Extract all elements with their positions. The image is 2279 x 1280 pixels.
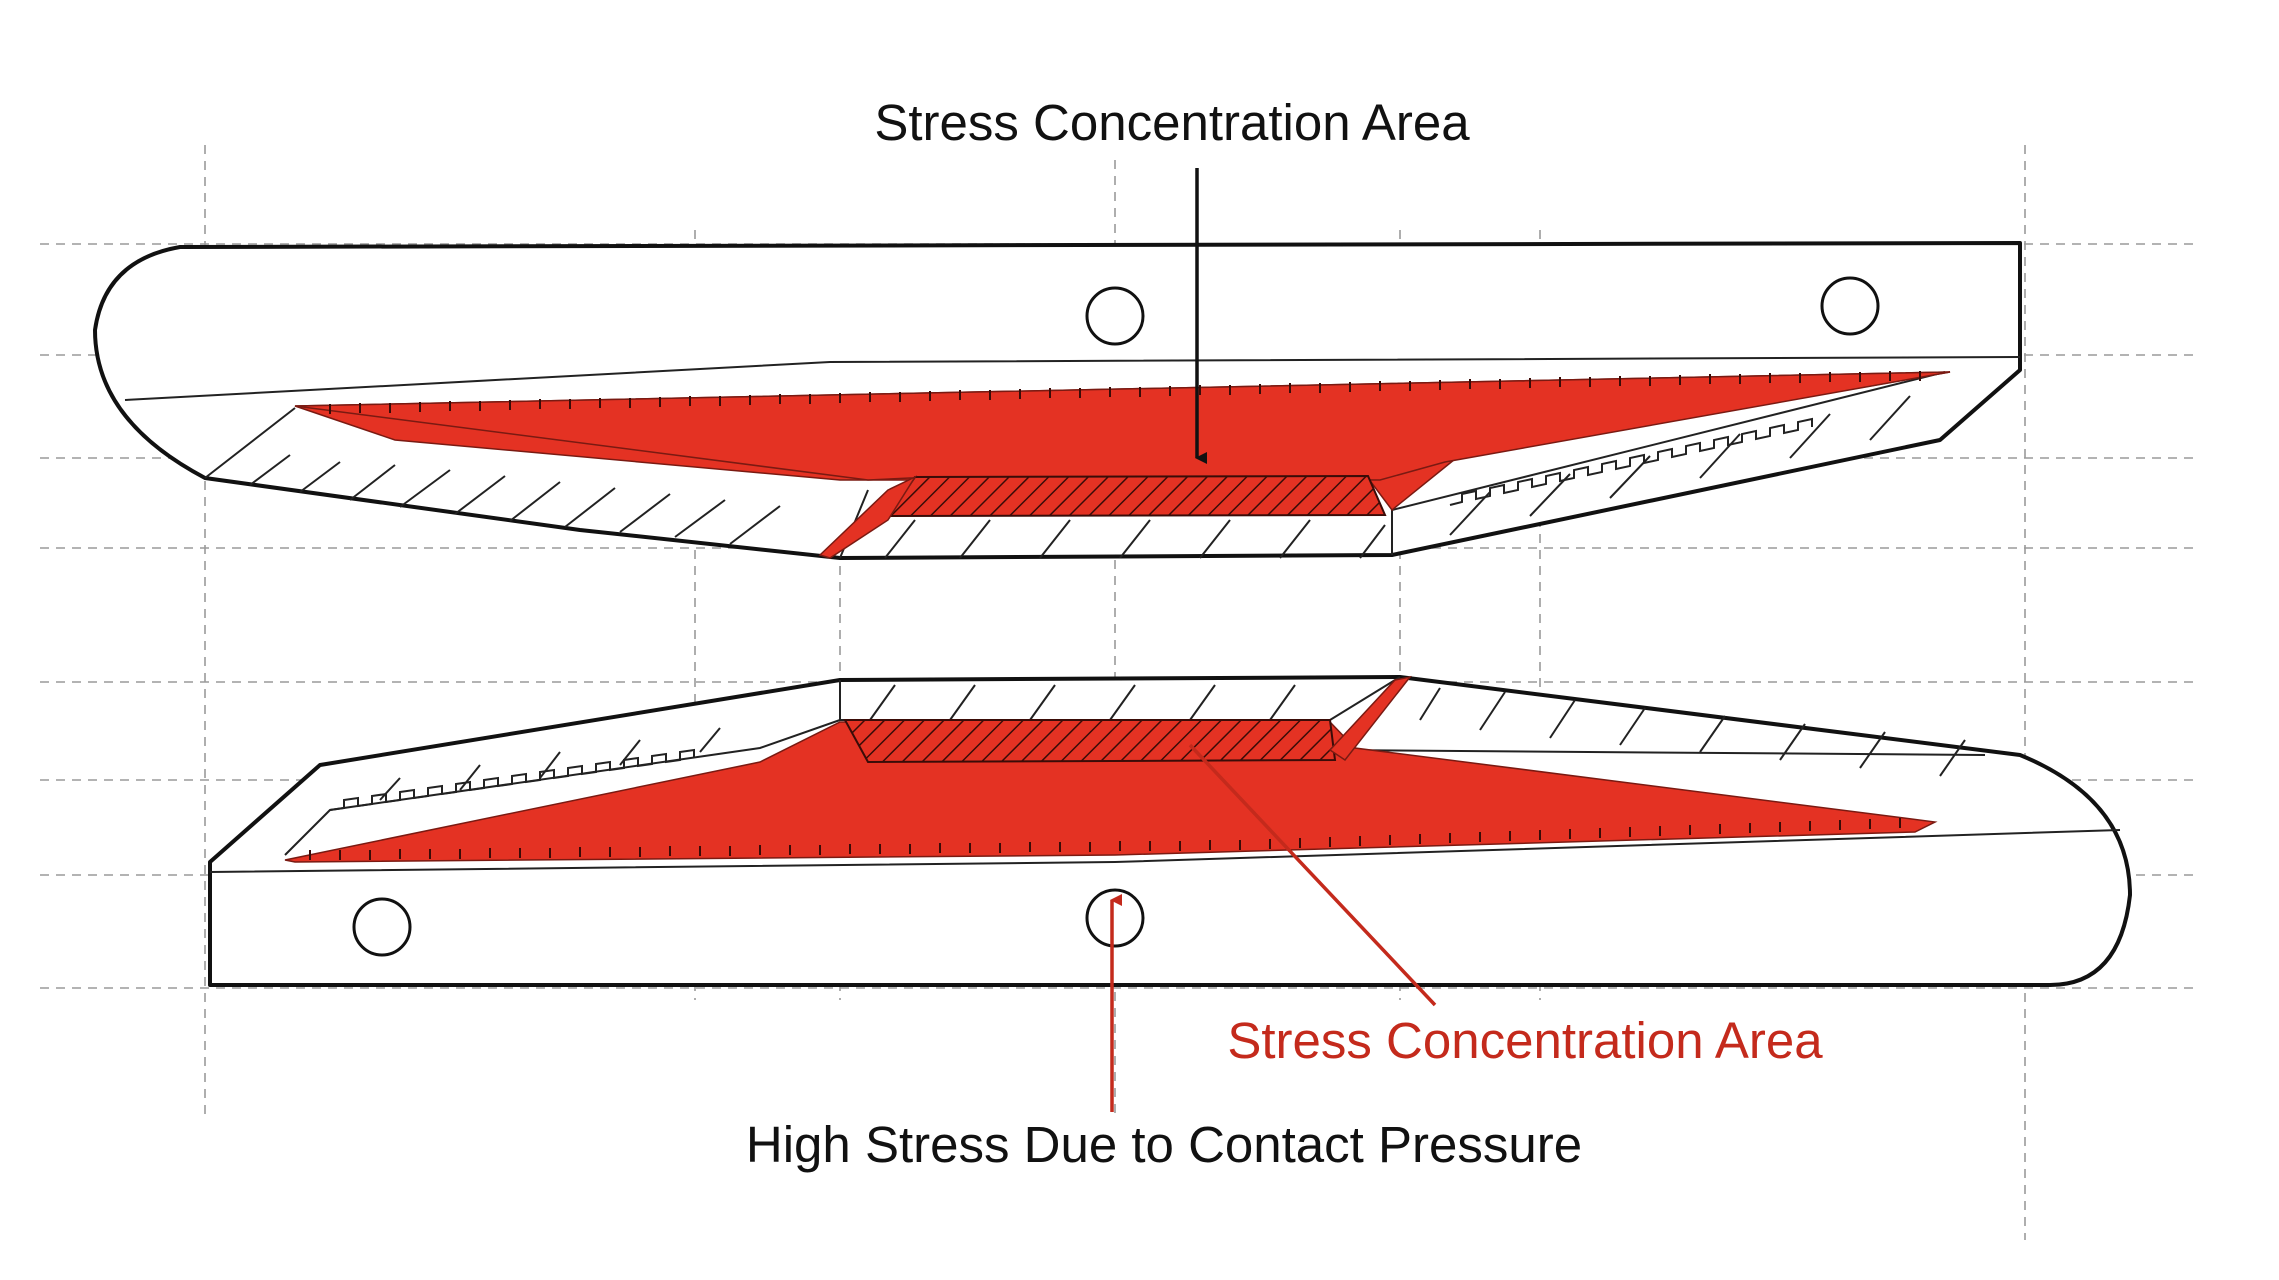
bottom-tick-marks [309,818,1901,860]
bottom-component [208,675,2132,987]
bottom-serration [329,748,695,811]
top-tick-marks [329,371,1921,414]
top-stress-region-main [294,371,1951,481]
bottom-bolt-hole-left [352,897,412,957]
red-callout-label: Stress Concentration Area [1227,1012,1823,1069]
top-internal-line [124,356,2021,401]
top-callout-label: Stress Concentration Area [874,94,1470,151]
bottom-stress-region [284,721,1938,863]
contact-pressure-label: High Stress Due to Contact Pressure [746,1116,1582,1173]
top-component [93,241,2022,560]
bottom-red-sliver [1328,675,1412,762]
top-bolt-hole-center [1085,286,1145,346]
bottom-contact-hatch [843,719,1337,764]
bottom-bolt-hole-center [1085,888,1145,948]
top-hatched-bevel [204,371,1946,559]
top-contact-hatch [886,474,1387,518]
top-bevel-hatch-lines [249,395,1911,559]
bottom-bevel-hatch-lines [379,684,1966,801]
top-serration [1449,417,1813,506]
bottom-internal-line [209,829,2121,873]
top-red-sliver [818,475,918,559]
red-callout-leader [1188,743,1437,1007]
top-bolt-hole-right [1820,276,1880,336]
